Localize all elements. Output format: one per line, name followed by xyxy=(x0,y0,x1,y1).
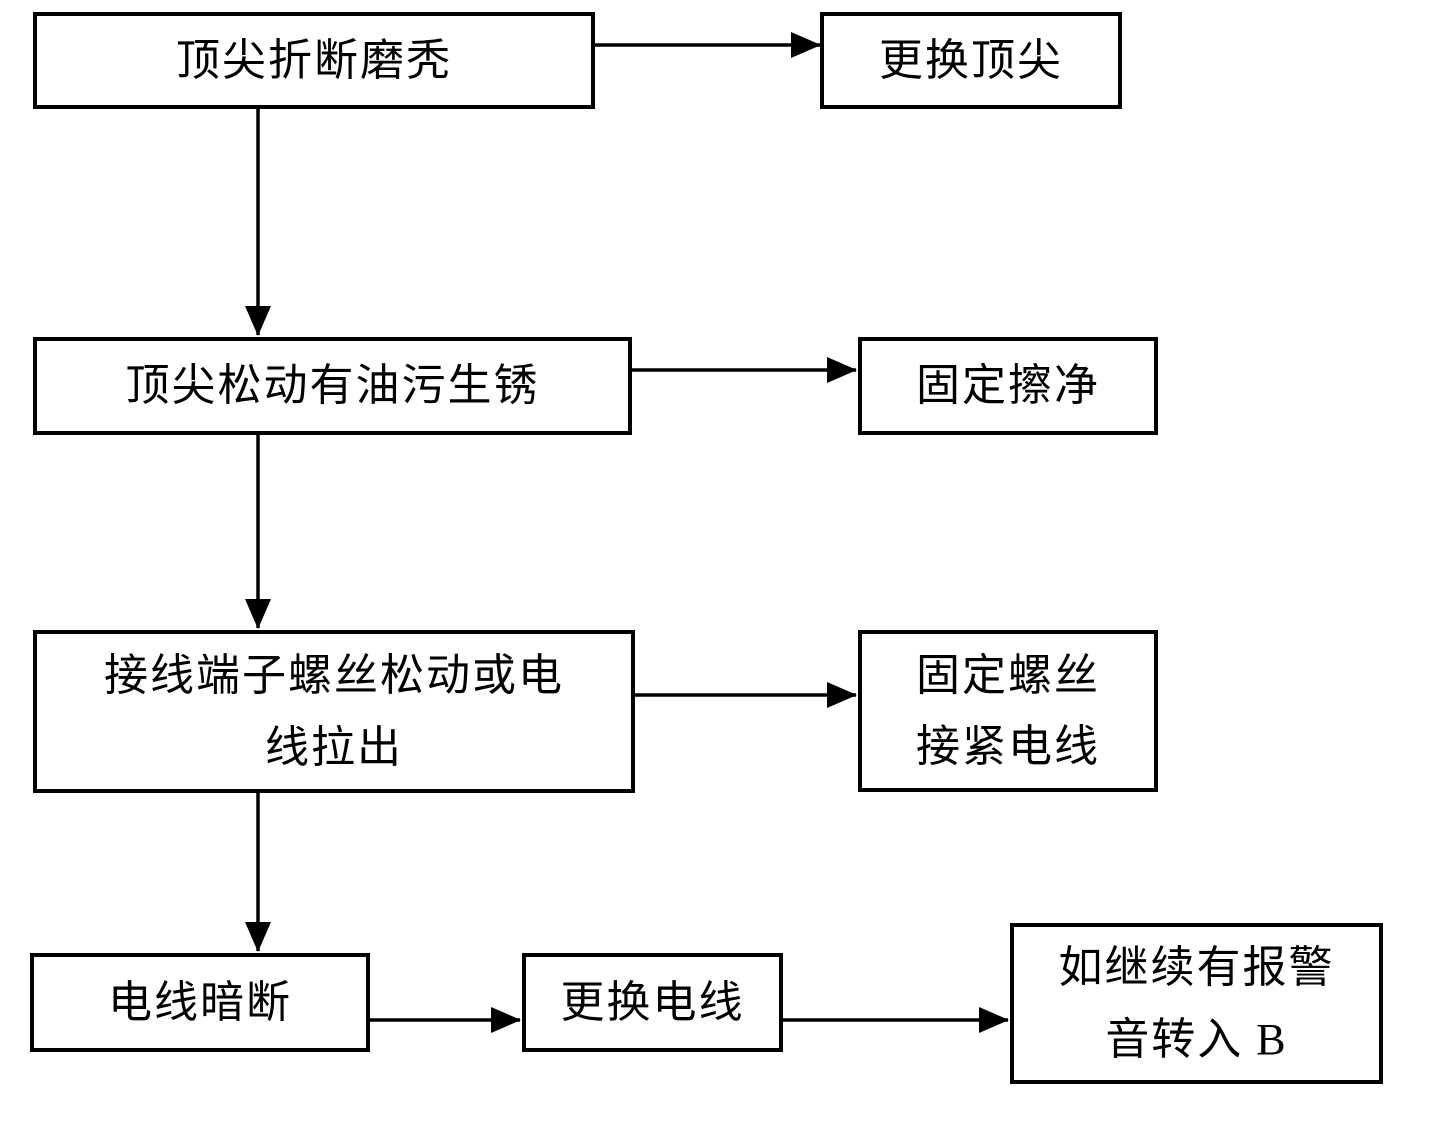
node-alarm-continue: 如继续有报警 音转入 B xyxy=(1010,923,1383,1084)
node-terminal-loose-label-line2: 线拉出 xyxy=(265,722,403,772)
node-alarm-continue-label-line2: 音转入 B xyxy=(1105,1014,1288,1064)
node-replace-wire: 更换电线 xyxy=(522,953,783,1052)
node-wire-broken-label: 电线暗断 xyxy=(108,977,292,1027)
node-replace-tip: 更换顶尖 xyxy=(820,12,1122,109)
node-alarm-continue-label-line1: 如继续有报警 xyxy=(1058,943,1335,993)
node-fix-screw: 固定螺丝 接紧电线 xyxy=(858,630,1158,792)
node-terminal-loose-label-line1: 接线端子螺丝松动或电 xyxy=(104,651,564,701)
node-fix-wipe-label: 固定擦净 xyxy=(916,361,1100,411)
node-tip-broken: 顶尖折断磨秃 xyxy=(33,12,595,109)
node-tip-loose-label: 顶尖松动有油污生锈 xyxy=(125,361,540,411)
node-wire-broken: 电线暗断 xyxy=(30,953,370,1052)
node-terminal-loose: 接线端子螺丝松动或电 线拉出 xyxy=(33,630,635,793)
node-tip-loose: 顶尖松动有油污生锈 xyxy=(33,337,632,435)
node-fix-screw-label-line1: 固定螺丝 xyxy=(916,650,1100,700)
node-replace-wire-label: 更换电线 xyxy=(560,977,745,1027)
node-tip-broken-label: 顶尖折断磨秃 xyxy=(176,35,452,85)
node-replace-tip-label: 更换顶尖 xyxy=(879,35,1063,85)
node-fix-screw-label-line2: 接紧电线 xyxy=(916,722,1100,771)
node-fix-wipe: 固定擦净 xyxy=(858,337,1158,435)
